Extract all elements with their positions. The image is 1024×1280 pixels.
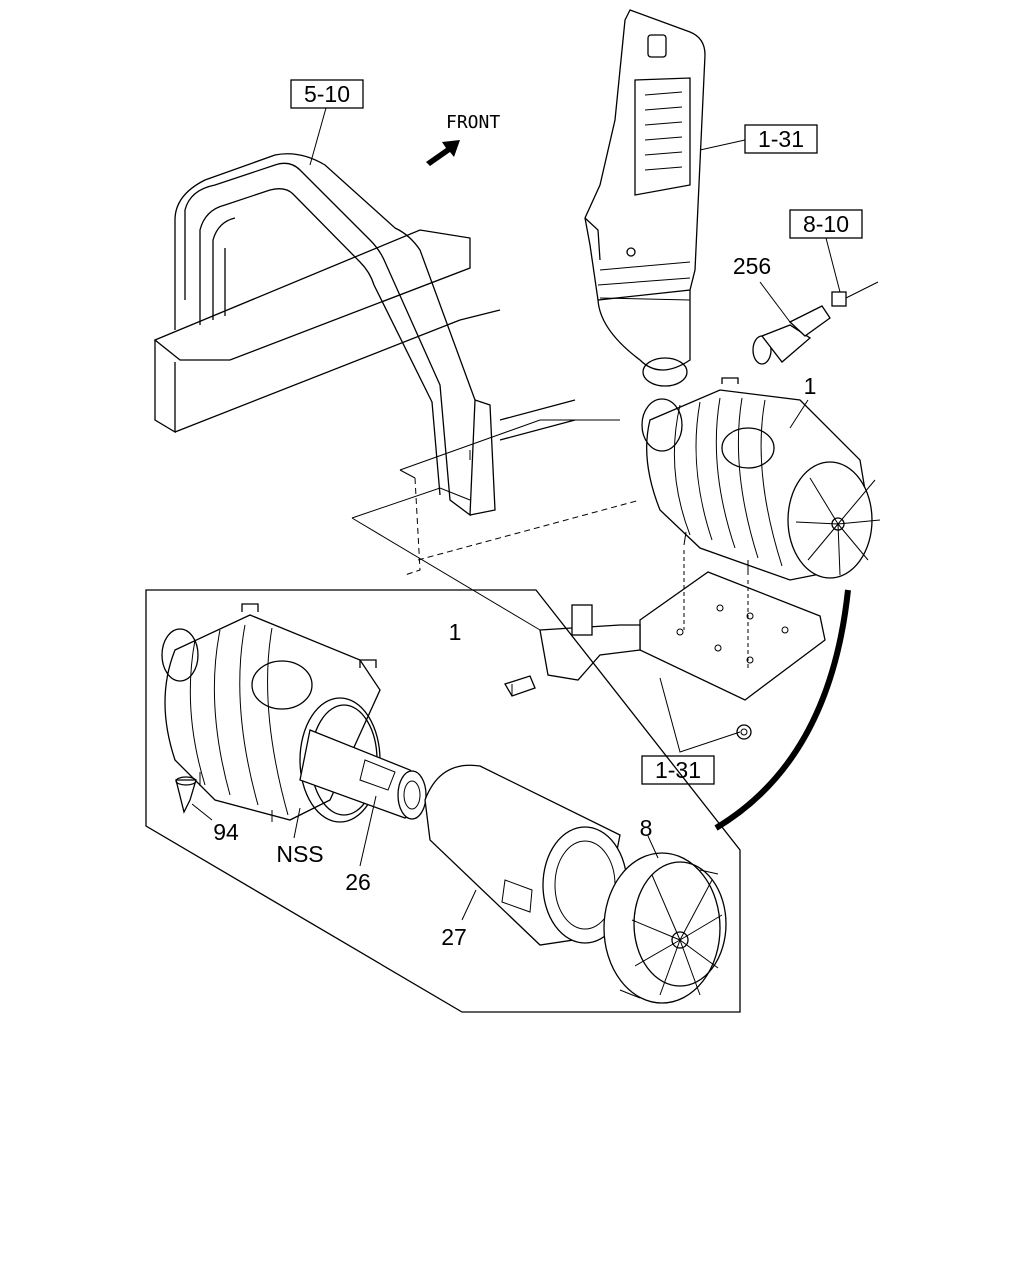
leader-1-31-bottom	[659, 677, 741, 753]
ref-box-1-31-top: 1-31	[744, 124, 818, 154]
detail-frame	[145, 589, 741, 1013]
frame-rail	[153, 229, 576, 441]
ref-8-10: 8-10	[803, 211, 849, 237]
leader-8-10	[825, 237, 841, 293]
detail-arrow	[714, 589, 851, 831]
ref-1-31-top: 1-31	[758, 126, 804, 152]
callout-nss: NSS	[276, 841, 323, 867]
support-bracket	[174, 153, 496, 517]
leader-94	[191, 803, 213, 821]
mounting-bracket	[539, 550, 826, 701]
bolt	[504, 675, 536, 697]
ref-5-10: 5-10	[304, 81, 350, 107]
ref-box-8-10: 8-10	[789, 209, 863, 239]
callout-256: 256	[733, 253, 771, 279]
primary-element	[424, 764, 628, 946]
leader-26	[359, 795, 377, 867]
ref-box-5-10: 5-10	[290, 79, 364, 109]
leader-8	[647, 835, 659, 859]
leader-256	[759, 281, 791, 323]
safety-element	[299, 729, 427, 820]
callout-1-detail: 1	[449, 619, 462, 645]
callout-94: 94	[213, 819, 239, 845]
restriction-sensor	[752, 281, 879, 365]
leader-1-31-top	[699, 139, 746, 151]
leader-nss	[293, 807, 301, 839]
leader-5-10	[309, 107, 327, 166]
air-cleaner-installed	[641, 377, 881, 581]
intake-duct	[584, 9, 706, 387]
leader-27	[461, 889, 477, 921]
nut	[736, 724, 752, 740]
end-cover	[603, 852, 727, 1004]
leader-1-top	[789, 399, 809, 429]
callout-26: 26	[345, 869, 371, 895]
callout-27: 27	[441, 924, 467, 950]
vacuator-valve	[175, 776, 197, 814]
callout-8: 8	[640, 815, 653, 841]
front-arrow-icon	[426, 140, 460, 166]
mounting-plane	[351, 419, 641, 631]
callout-1-top: 1	[804, 373, 817, 399]
ref-box-1-31-bottom: 1-31	[641, 755, 715, 785]
front-label: FRONT	[446, 112, 500, 133]
ref-1-31-bottom: 1-31	[655, 757, 701, 783]
